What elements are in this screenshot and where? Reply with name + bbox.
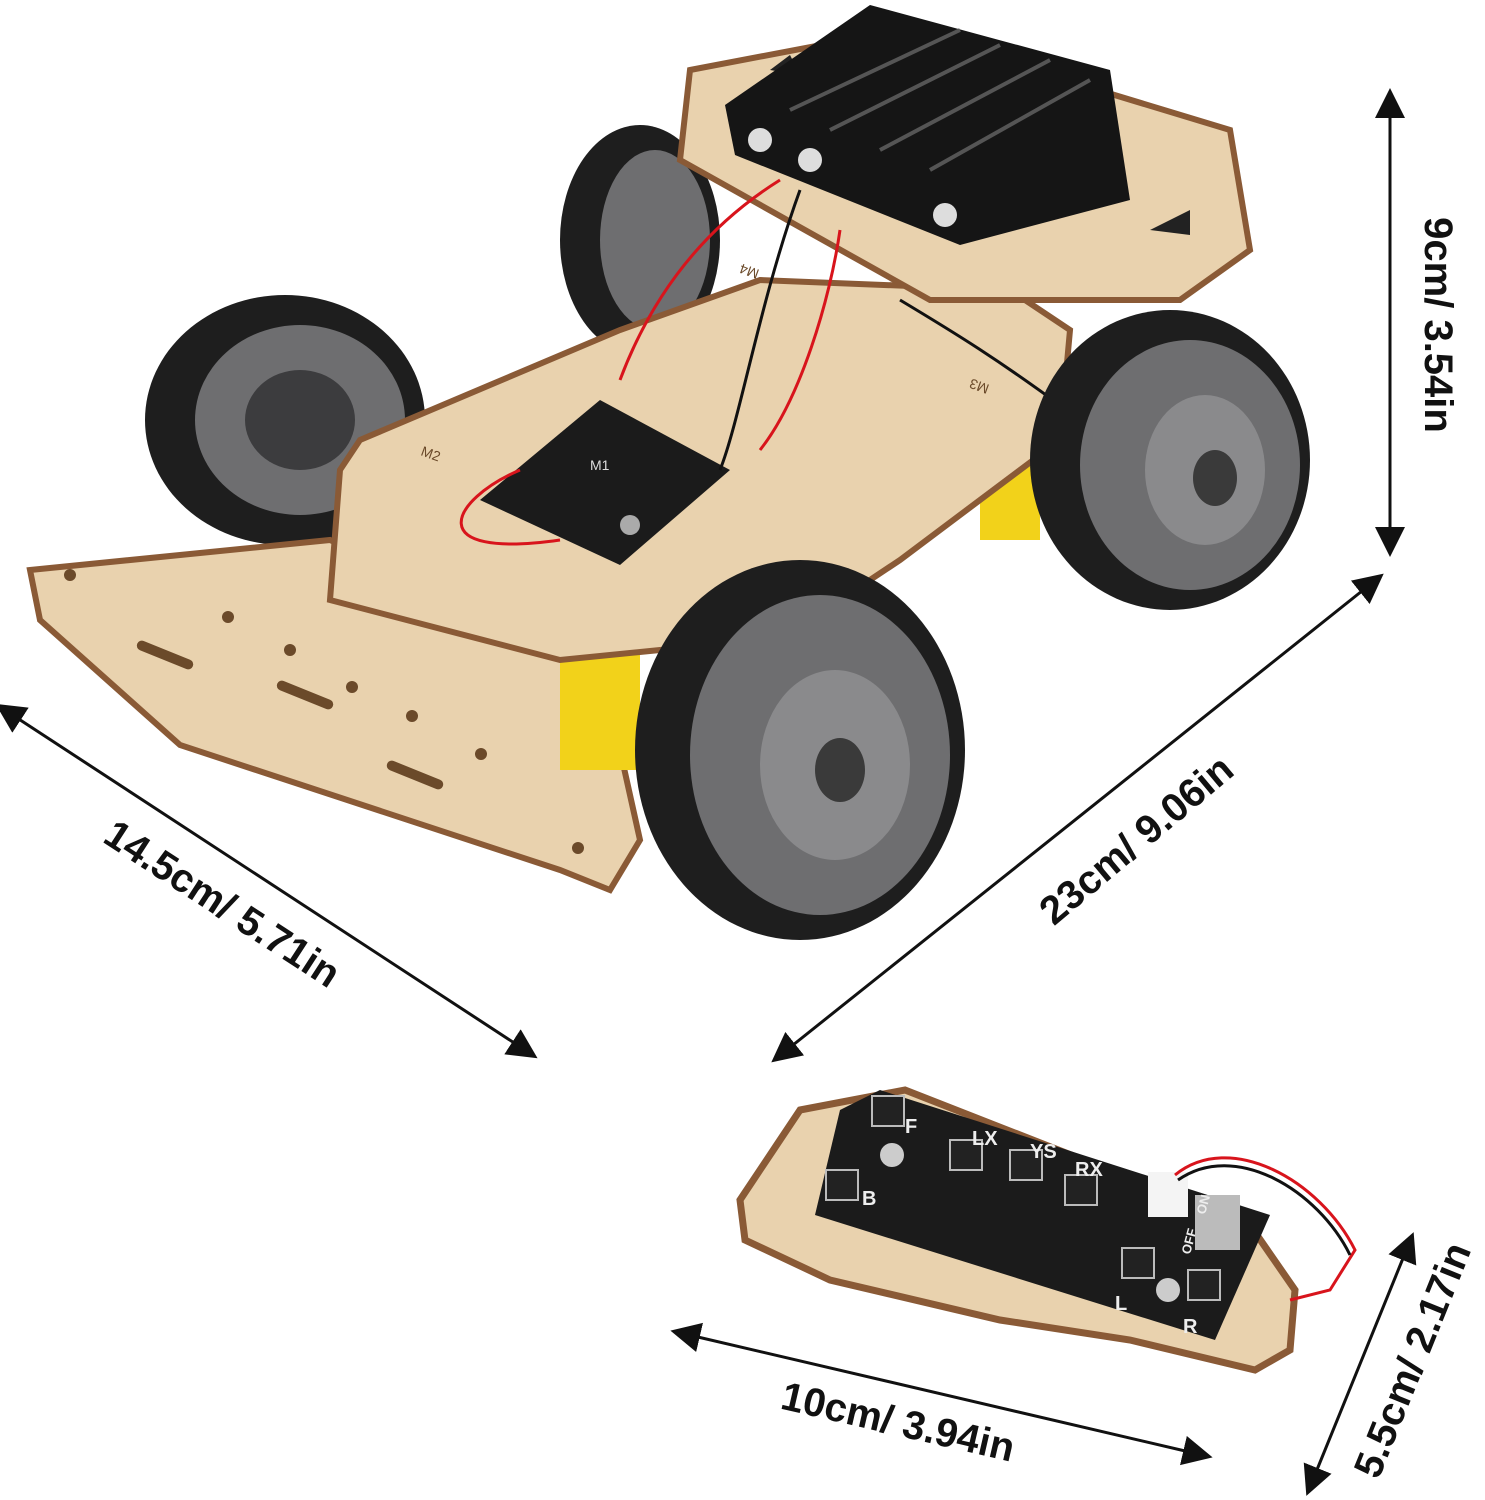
motor	[560, 650, 640, 770]
dimension-width: 14.5cm/ 5.71in	[96, 812, 347, 997]
remote-controller: F B LX YS RX L R OFF ON	[736, 1086, 1357, 1374]
button-label-rx: RX	[1075, 1159, 1103, 1181]
button-label-b: B	[862, 1188, 876, 1210]
mecanum-wheel-back-left	[560, 125, 720, 355]
dimension-controller-length: 10cm/ 3.94in	[777, 1374, 1019, 1470]
dimension-length: 23cm/ 9.06in	[1031, 747, 1242, 934]
mecanum-wheel-back-right	[1030, 310, 1310, 610]
dimension-arrows	[0, 88, 1417, 1496]
dimension-controller-width: 5.5cm/ 2.17in	[1346, 1236, 1480, 1483]
dimension-height: 9cm/ 3.54in	[1416, 217, 1460, 433]
motor-driver-board: M1	[480, 400, 730, 565]
button-label-lx: LX	[972, 1128, 998, 1150]
switch-label-off: OFF	[1178, 1227, 1199, 1256]
button-label-f: F	[905, 1116, 917, 1138]
switch-label-on: ON	[1193, 1193, 1213, 1216]
button-label-r: R	[1183, 1316, 1198, 1338]
motor-label-m3: M3	[967, 375, 991, 397]
button-label-l: L	[1115, 1293, 1127, 1315]
motor-label-m2: M2	[419, 443, 443, 465]
button-label-ys: YS	[1030, 1141, 1057, 1163]
motor-label-m4: M4	[737, 260, 761, 282]
mecanum-wheel-front-right	[635, 560, 965, 940]
battery-holder	[725, 5, 1130, 245]
motor-label-m1: M1	[590, 457, 610, 473]
